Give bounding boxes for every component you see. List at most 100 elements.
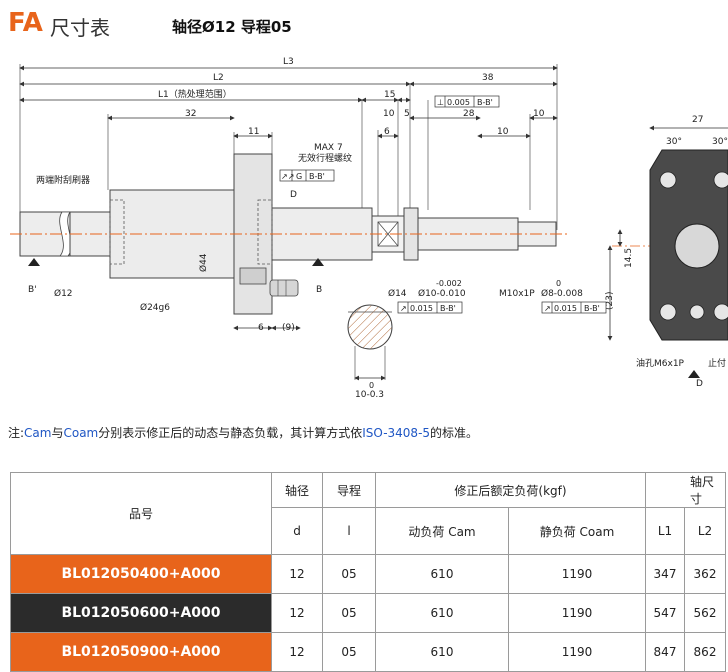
series-code: FA (8, 8, 43, 38)
tol-10-upper: -0.002 (436, 279, 462, 288)
dim-6b: 6 (258, 323, 264, 333)
svg-text:B-B': B-B' (584, 304, 600, 313)
dim-9: (9) (282, 323, 295, 333)
page-title: 尺寸表 (50, 16, 110, 40)
dim-38: 38 (482, 73, 494, 83)
datum-B: B (316, 285, 322, 295)
col-L2: L2 (684, 507, 726, 555)
col-lead: 导程 (322, 472, 376, 508)
oil-hole-label: 油孔M6x1P (636, 357, 685, 369)
dim-5: 5 (404, 109, 410, 119)
dim-phi10: Ø10-0.010 (418, 288, 466, 299)
runout-frame-14: ↗ 0.015 B-B' (397, 301, 463, 314)
col-rated-load: 修正后额定负荷(kgf) (375, 472, 646, 508)
col-part-no: 品号 (10, 472, 272, 555)
cell-L2: 562 (684, 593, 726, 633)
datum-triangle-B (312, 258, 324, 266)
cell-L1: 847 (645, 632, 685, 672)
dim-phi12: Ø12 (54, 288, 73, 299)
perpendicularity-frame: ⊥ 0.005 B-B' (434, 95, 500, 108)
dim-32: 32 (185, 109, 196, 119)
side-dim-14-5: 14.5 (624, 248, 634, 268)
dim-cs-10: 10-0.3 (355, 390, 384, 400)
label-D: D (290, 190, 297, 200)
table-row: BL012050900+A000 12 05 610 1190 847 862 (10, 632, 726, 672)
svg-text:0.005: 0.005 (447, 98, 470, 107)
col-d: d (271, 507, 323, 555)
svg-text:B-B': B-B' (477, 98, 493, 107)
load-note: 注:Cam与Coam分别表示修正后的动态与静态负载，其计算方式依ISO-3408… (8, 426, 479, 440)
dim-10b: 10 (497, 127, 509, 137)
cell-d: 12 (271, 632, 323, 672)
dim-6: 6 (384, 127, 390, 137)
side-dim-27: 27 (692, 115, 703, 125)
col-coam: 静负荷 Coam (508, 507, 646, 555)
cell-cam: 610 (375, 554, 509, 594)
svg-text:G: G (296, 172, 302, 181)
dimension-drawing: L3 L2 38 L1（热处理范围） 15 10 5 32 11 6 28 10… (10, 57, 728, 400)
cell-cam: 610 (375, 632, 509, 672)
svg-text:↗: ↗ (400, 304, 407, 313)
dim-phi44: Ø44 (198, 253, 209, 272)
svg-text:↗↗: ↗↗ (281, 172, 294, 181)
cell-l: 05 (322, 593, 376, 633)
dim-max7: MAX 7 (314, 143, 343, 153)
svg-text:B-B': B-B' (440, 304, 456, 313)
spec-table: 品号 轴径 导程 修正后额定负荷(kgf) 轴尺寸 d l 动负荷 Cam 静负… (10, 472, 726, 672)
wiper-label: 两端附刮刷器 (36, 174, 90, 186)
cell-d: 12 (271, 554, 323, 594)
cell-d: 12 (271, 593, 323, 633)
dim-11: 11 (248, 127, 259, 137)
table-row: BL012050400+A000 12 05 610 1190 347 362 (10, 554, 726, 594)
thread-note: 无效行程螺纹 (298, 152, 352, 164)
svg-text:⊥: ⊥ (437, 98, 444, 107)
flange-side-view (607, 125, 728, 378)
cell-L1: 347 (645, 554, 685, 594)
part-number[interactable]: BL012050400+A000 (10, 554, 272, 594)
table-row: BL012050600+A000 12 05 610 1190 547 562 (10, 593, 726, 633)
set-screw-label: 止付 (708, 357, 726, 369)
dim-L1: L1（热处理范围） (158, 88, 232, 100)
shaft-cross-section (347, 304, 393, 381)
tol-cs-upper: 0 (369, 381, 374, 390)
datum-triangle-B-prime (28, 258, 40, 266)
svg-text:0.015: 0.015 (410, 304, 433, 313)
cell-L2: 362 (684, 554, 726, 594)
dim-15: 15 (384, 90, 395, 100)
dim-10c: 10 (533, 109, 545, 119)
dim-m10: M10x1P (499, 289, 535, 299)
dim-L2: L2 (213, 73, 224, 83)
cell-L2: 862 (684, 632, 726, 672)
svg-text:0.015: 0.015 (554, 304, 577, 313)
datum-B-prime: B' (28, 285, 37, 295)
svg-text:B-B': B-B' (309, 172, 325, 181)
side-label-D: D (696, 379, 703, 389)
svg-text:↗: ↗ (544, 304, 551, 313)
spec-subtitle: 轴径Ø12 导程05 (172, 18, 292, 36)
dim-28: 28 (463, 109, 475, 119)
tol-8-upper: 0 (556, 279, 561, 288)
col-cam: 动负荷 Cam (375, 507, 509, 555)
col-L1: L1 (645, 507, 685, 555)
cell-cam: 610 (375, 593, 509, 633)
runout-frame-G: ↗↗ G B-B' (279, 169, 335, 182)
dim-phi8: Ø8-0.008 (541, 288, 583, 299)
part-number[interactable]: BL012050600+A000 (10, 593, 272, 633)
dim-10: 10 (383, 109, 395, 119)
cell-coam: 1190 (508, 632, 646, 672)
cell-L1: 547 (645, 593, 685, 633)
cell-l: 05 (322, 554, 376, 594)
runout-frame-8: ↗ 0.015 B-B' (541, 301, 607, 314)
part-number[interactable]: BL012050900+A000 (10, 632, 272, 672)
cell-l: 05 (322, 632, 376, 672)
side-angle-a: 30° (666, 137, 682, 147)
col-shaft-dia: 轴径 (271, 472, 323, 508)
cell-coam: 1190 (508, 593, 646, 633)
col-l: l (322, 507, 376, 555)
dim-phi14: Ø14 (388, 288, 407, 299)
dim-L3: L3 (283, 57, 294, 67)
dim-phi24: Ø24g6 (140, 302, 170, 313)
col-shaft-size: 轴尺寸 (645, 472, 726, 508)
side-angle-b: 30° (712, 137, 728, 147)
cell-coam: 1190 (508, 554, 646, 594)
